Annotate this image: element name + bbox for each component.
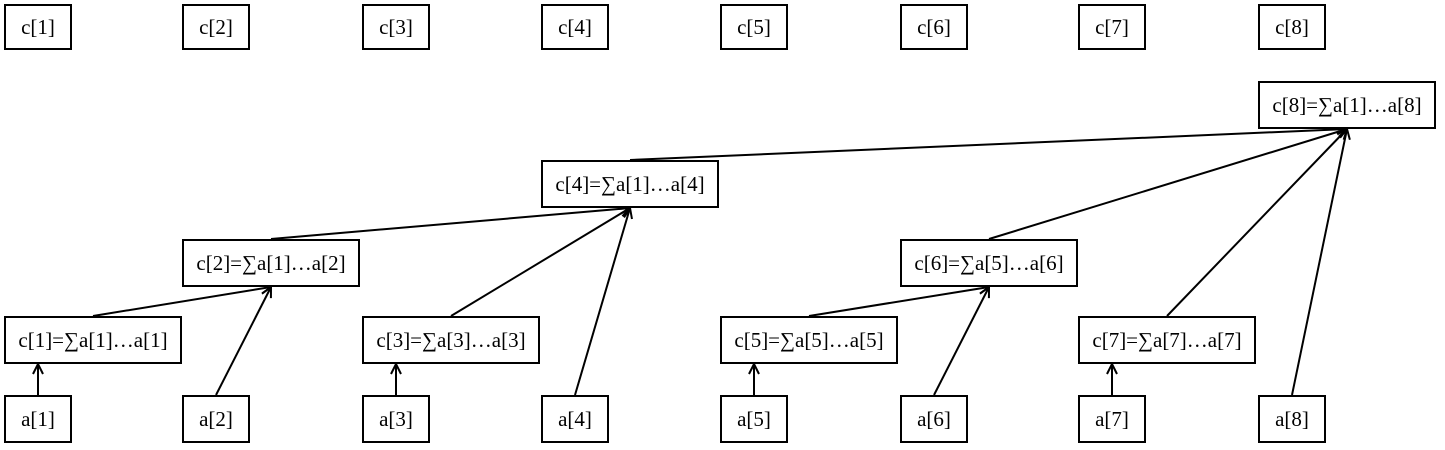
index-box-c1: c[1] <box>4 4 72 50</box>
sum-node-c6: c[6]=∑a[5]…a[6] <box>900 239 1078 287</box>
index-box-c5: c[5] <box>720 4 788 50</box>
tree-edges <box>38 129 1347 396</box>
edge-c3-to-c4 <box>450 208 630 317</box>
index-box-c4: c[4] <box>541 4 609 50</box>
index-box-c8: c[8] <box>1258 4 1326 50</box>
index-box-c7: c[7] <box>1078 4 1146 50</box>
array-box-a4: a[4] <box>541 395 609 443</box>
array-box-a7: a[7] <box>1078 395 1146 443</box>
array-box-a8: a[8] <box>1258 395 1326 443</box>
array-box-a6: a[6] <box>900 395 968 443</box>
index-box-c3: c[3] <box>362 4 430 50</box>
edge-a6-to-c6 <box>933 287 989 396</box>
sum-node-c7: c[7]=∑a[7]…a[7] <box>1078 316 1256 364</box>
sum-node-c1: c[1]=∑a[1]…a[1] <box>4 316 182 364</box>
edge-c4-to-c8 <box>629 129 1347 161</box>
sum-node-c3: c[3]=∑a[3]…a[3] <box>362 316 540 364</box>
array-box-a2: a[2] <box>182 395 250 443</box>
edge-a2-to-c2 <box>215 287 271 396</box>
edge-c5-to-c6 <box>808 287 989 317</box>
array-box-a3: a[3] <box>362 395 430 443</box>
edge-c2-to-c4 <box>270 208 630 240</box>
edge-c1-to-c2 <box>92 287 271 317</box>
array-box-a5: a[5] <box>720 395 788 443</box>
sum-node-c4: c[4]=∑a[1]…a[4] <box>541 160 719 208</box>
sum-node-c2: c[2]=∑a[1]…a[2] <box>182 239 360 287</box>
sum-node-c8: c[8]=∑a[1]…a[8] <box>1258 81 1436 129</box>
edge-c6-to-c8 <box>988 129 1347 240</box>
edge-c7-to-c8 <box>1166 129 1347 317</box>
array-box-a1: a[1] <box>4 395 72 443</box>
index-box-c2: c[2] <box>182 4 250 50</box>
edge-a8-to-c8 <box>1291 129 1347 396</box>
sum-node-c5: c[5]=∑a[5]…a[5] <box>720 316 898 364</box>
index-box-c6: c[6] <box>900 4 968 50</box>
edge-a4-to-c4 <box>574 208 630 396</box>
